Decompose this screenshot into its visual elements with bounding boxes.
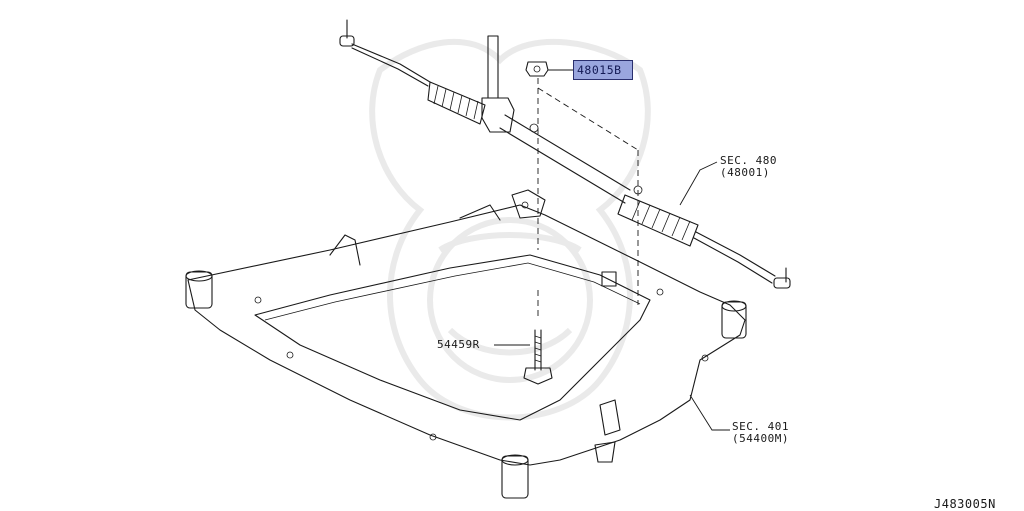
bolt-54459r [523,329,553,385]
callout-48015b-label: 48015B [577,63,622,77]
front-subframe [185,189,747,499]
diagram-code: J483005N [934,497,996,511]
callout-sec480-part[interactable]: (48001) [720,166,770,179]
alignment-lines [537,78,639,320]
callout-sec480-ref[interactable]: SEC. 480 [720,154,777,167]
steering-rack [339,19,791,289]
callout-48015b[interactable]: 48015B [573,60,633,80]
callout-54459r[interactable]: 54459R [437,338,480,351]
watermark-emblem [369,38,651,421]
callout-sec401-ref[interactable]: SEC. 401 [732,420,789,433]
nut-48015b [525,61,549,77]
callout-sec401-part[interactable]: (54400M) [732,432,789,445]
leader-lines [494,69,730,431]
